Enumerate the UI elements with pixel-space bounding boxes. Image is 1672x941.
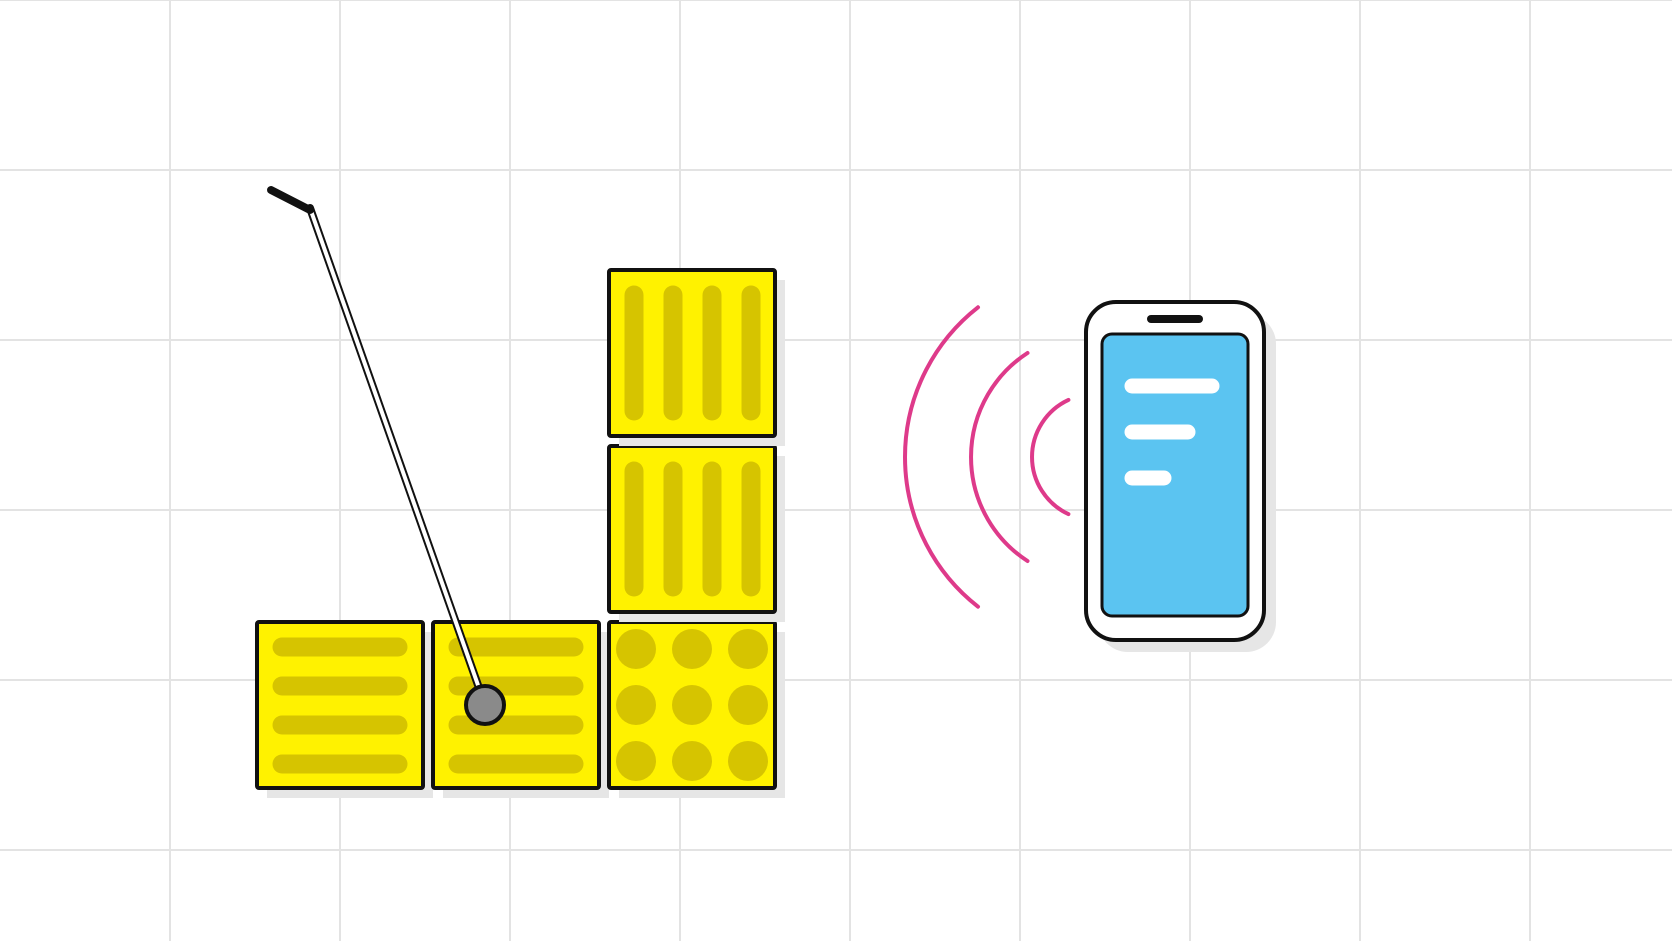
wireless-signal-icon — [903, 305, 1071, 609]
tile-dot — [616, 629, 656, 669]
tile-dot — [728, 741, 768, 781]
tile-dot — [616, 685, 656, 725]
cane-handle — [267, 186, 314, 214]
tile-dot — [672, 629, 712, 669]
signal-wave — [903, 305, 980, 609]
tile-dot — [728, 629, 768, 669]
tactile-guidance-tile-icon — [607, 268, 785, 446]
tactile-guidance-tile-icon — [255, 620, 433, 798]
phone-screen — [1100, 332, 1250, 618]
cane-shaft — [308, 206, 487, 707]
tactile-warning-tile-icon — [607, 620, 785, 798]
tile-dot — [672, 741, 712, 781]
signal-wave — [969, 351, 1030, 563]
tactile-guidance-tile-icon — [607, 444, 785, 622]
signal-wave — [1030, 397, 1071, 517]
tile-body — [255, 620, 425, 790]
white-cane-icon — [267, 186, 506, 726]
tile-dot — [728, 685, 768, 725]
tile-body — [607, 268, 777, 438]
tactile-guidance-tile-icon — [431, 620, 609, 798]
cane-tip — [464, 684, 506, 726]
smartphone-icon — [1084, 300, 1276, 652]
tile-dot — [672, 685, 712, 725]
tile-dot — [616, 741, 656, 781]
